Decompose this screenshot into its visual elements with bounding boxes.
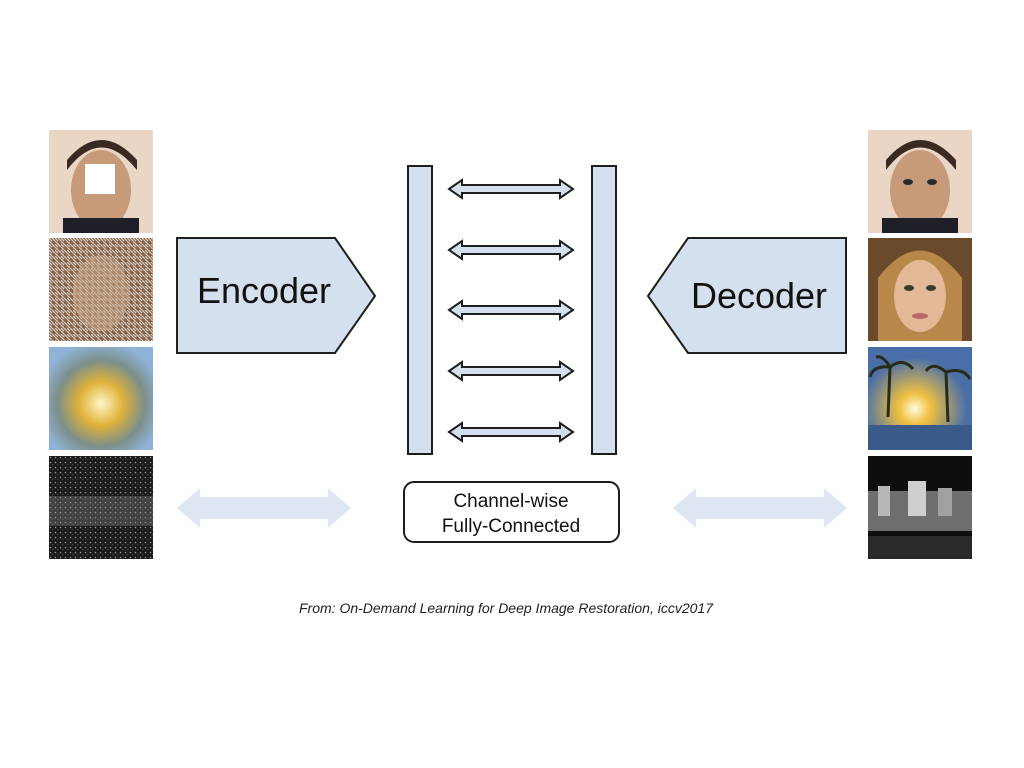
output-image-restored-portrait xyxy=(868,238,972,341)
fc-box-line1: Channel-wise xyxy=(453,491,568,512)
fc-arrow-5 xyxy=(447,421,575,443)
output-image-restored-city xyxy=(868,456,972,559)
fc-arrow-4 xyxy=(447,360,575,382)
faded-arrow-right xyxy=(673,488,847,528)
output-image-restored-sunset xyxy=(868,347,972,450)
input-image-blurred-sunset xyxy=(49,347,153,450)
encoder-label: Encoder xyxy=(197,270,331,311)
left-channel-bar xyxy=(407,165,433,455)
encoder-block xyxy=(176,237,377,354)
source-caption: From: On-Demand Learning for Deep Image … xyxy=(299,600,713,616)
output-image-restored-face xyxy=(868,130,972,233)
input-image-noisy-face xyxy=(49,238,153,341)
decoder-label: Decoder xyxy=(691,275,827,316)
fc-arrow-1 xyxy=(447,178,575,200)
fc-arrow-2 xyxy=(447,239,575,261)
faded-arrow-left xyxy=(177,488,351,528)
fc-box xyxy=(403,481,620,543)
fc-arrow-3 xyxy=(447,299,575,321)
input-image-masked-face xyxy=(49,130,153,233)
fc-box-line2: Fully-Connected xyxy=(442,516,580,537)
right-channel-bar xyxy=(591,165,617,455)
input-image-low-light-city xyxy=(49,456,153,559)
decoder-block xyxy=(646,237,847,354)
